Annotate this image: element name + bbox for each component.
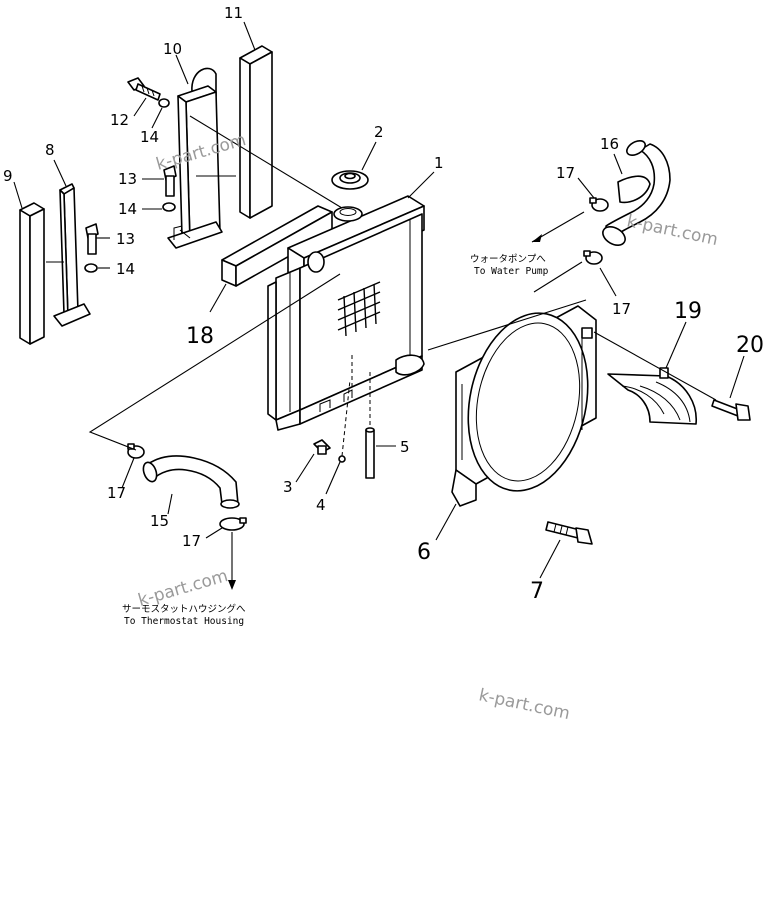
callout-16: 16 [600, 135, 619, 153]
part-17-clamp-d [219, 517, 247, 531]
callout-14-mid: 14 [118, 200, 137, 218]
part-16-upper-hose [602, 139, 671, 246]
callout-13-lower: 13 [116, 230, 135, 248]
callout-4: 4 [316, 496, 326, 514]
part-19-guard [607, 367, 697, 425]
callout-17-left: 17 [107, 484, 126, 502]
callout-5: 5 [400, 438, 410, 456]
callout-12: 12 [110, 111, 129, 129]
water-pump-note: ウォータポンプへ To Water Pump [470, 254, 549, 277]
part-14-washer-top [158, 98, 170, 108]
thermostat-note-jp: サーモスタットハウジングへ [122, 603, 246, 615]
callout-11: 11 [224, 4, 243, 22]
part-17-clamp-a [589, 197, 609, 212]
callout-6: 6 [417, 540, 431, 565]
water-pump-note-en: To Water Pump [474, 266, 549, 277]
water-pump-note-jp: ウォータポンプへ [470, 254, 546, 265]
part-17-clamp-c [127, 443, 145, 459]
callout-14-lower: 14 [116, 260, 135, 278]
part-12-bolt [127, 77, 161, 101]
part-13-bolt-lower [85, 223, 99, 255]
part-9-bar [19, 202, 45, 345]
thermostat-note-en: To Thermostat Housing [124, 616, 244, 627]
callout-15: 15 [150, 512, 169, 530]
callout-1: 1 [434, 154, 444, 172]
watermark: k-part.com [477, 685, 572, 724]
callout-3: 3 [283, 478, 293, 496]
part-7-bolt [545, 521, 593, 545]
callout-17-bottom: 17 [182, 532, 201, 550]
callout-18: 18 [186, 324, 214, 349]
thermostat-note: サーモスタットハウジングへ To Thermostat Housing [122, 603, 246, 627]
part-20-bolt [711, 399, 751, 421]
callout-10: 10 [163, 40, 182, 58]
callout-17-right: 17 [612, 300, 631, 318]
part-11-bar [239, 45, 273, 219]
part-8-stand [53, 183, 91, 327]
part-1-radiator [267, 195, 425, 431]
callout-2: 2 [374, 123, 384, 141]
callout-19: 19 [674, 299, 702, 324]
callout-8: 8 [45, 141, 55, 159]
leader-lines [13, 21, 745, 590]
callout-7: 7 [530, 579, 544, 604]
callout-13-upper: 13 [118, 170, 137, 188]
part-17-clamp-b [583, 250, 603, 265]
watermarks: k-part.com k-part.com k-part.com k-part.… [136, 130, 720, 724]
callout-9: 9 [3, 167, 13, 185]
callout-14-top: 14 [140, 128, 159, 146]
watermark: k-part.com [625, 211, 720, 250]
part-15-lower-hose [142, 455, 240, 509]
part-4-o-ring [338, 455, 346, 463]
part-14-washer-lower [84, 263, 98, 273]
part-3-drain-plug [313, 439, 331, 455]
callout-numbers: 11 10 12 14 13 14 13 14 8 9 2 1 18 5 3 4… [3, 4, 764, 604]
part-6-fan-shroud [451, 305, 597, 507]
part-2-radiator-cap [331, 170, 369, 190]
callout-17-top: 17 [556, 164, 575, 182]
part-14-washer-mid [162, 202, 176, 212]
part-5-drain-pipe [365, 427, 375, 479]
callout-20: 20 [736, 333, 764, 358]
part-13-bolt-upper [163, 165, 177, 197]
